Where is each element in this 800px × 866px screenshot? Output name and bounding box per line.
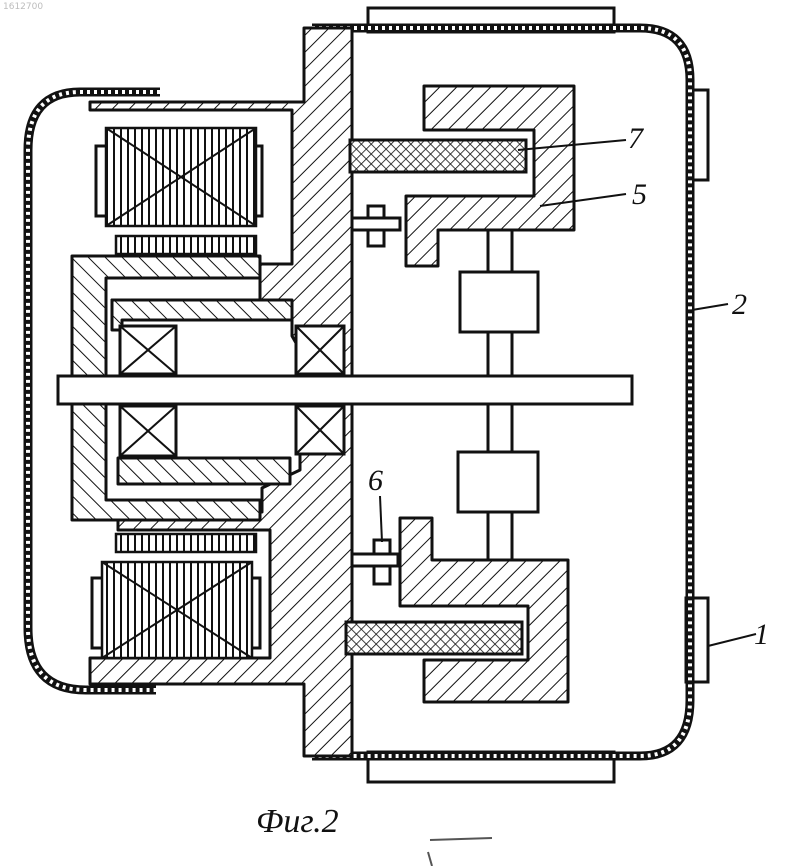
scan-artifact [430, 838, 492, 840]
bearing-right-bottom [296, 406, 344, 454]
lower-block [458, 452, 538, 512]
bearing-right-top [296, 326, 344, 374]
label-part-1: 1 [754, 618, 769, 651]
stator-winding-top [96, 128, 262, 226]
bearing-left-top [120, 326, 176, 374]
upper-clutch-assembly [350, 86, 574, 266]
friction-disc-upper [350, 140, 526, 172]
scan-artifact-mark [428, 852, 432, 866]
label-part-7: 7 [628, 122, 645, 155]
lower-lamination-stack [116, 534, 256, 552]
upper-block [460, 272, 538, 332]
upper-lamination-stack [116, 236, 256, 254]
document-id: 1612700 [3, 2, 43, 12]
bearing-left-bottom [120, 406, 176, 456]
lower-clutch-assembly [346, 518, 568, 702]
label-part-5: 5 [632, 178, 647, 211]
label-part-2: 2 [732, 288, 747, 321]
label-part-6: 6 [368, 464, 383, 497]
main-shaft [58, 376, 632, 404]
friction-disc-lower [346, 622, 522, 654]
stator-winding-bottom [92, 562, 260, 658]
figure-caption: Фиг.2 [256, 803, 339, 840]
